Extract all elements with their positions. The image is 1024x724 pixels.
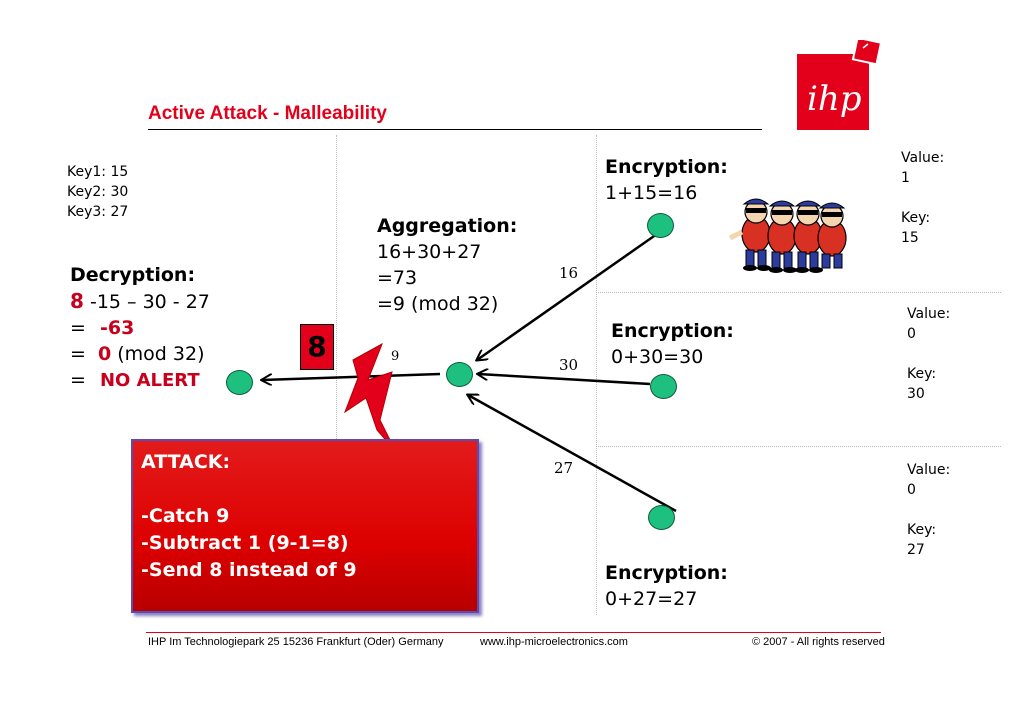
tampered-value: 8 (70, 289, 84, 313)
edge-label-9: 9 (391, 349, 400, 364)
divider-row2 (596, 446, 1001, 447)
key-label: Key: (907, 366, 937, 382)
value-text: 0 (907, 326, 916, 342)
aggregator-node (446, 362, 473, 387)
encryption-block-1: Encryption: 1+15=16 (605, 154, 728, 206)
title-underline (148, 129, 762, 130)
aggregation-heading: Aggregation: (377, 215, 518, 237)
footer-url[interactable]: www.ihp-microelectronics.com (480, 636, 628, 648)
divider-right (596, 135, 597, 615)
key-item: Key1: 15 (67, 164, 129, 180)
sensor-node-1 (647, 213, 674, 238)
aggregation-line: 16+30+27 (377, 241, 482, 263)
attack-box: ATTACK: -Catch 9 -Subtract 1 (9-1=8) -Se… (131, 439, 479, 613)
aggregation-line: =73 (377, 267, 418, 289)
sink-node (226, 370, 253, 395)
burglar-icon (817, 202, 847, 269)
footer-rule (146, 632, 881, 633)
encryption-formula: 0+30=30 (611, 346, 704, 368)
key-label: Key: (907, 522, 937, 538)
tampered-value-badge: 8 (300, 324, 334, 370)
value-label: Value: (907, 462, 951, 478)
arrow-sensor2-to-aggregator (478, 374, 651, 386)
divider-left (336, 135, 337, 455)
key-text: 15 (901, 230, 919, 246)
arrow-sensor1-to-aggregator (477, 232, 658, 360)
decryption-mod-result: 0 (97, 343, 112, 365)
edge-label-30: 30 (559, 356, 579, 374)
decryption-line3: = 0 (mod 32) (70, 341, 210, 367)
equals-sign: = (70, 317, 86, 339)
decryption-sum: -63 (99, 317, 135, 339)
aggregation-line: =9 (mod 32) (377, 293, 499, 315)
edge-label-27: 27 (554, 459, 574, 477)
decryption-line2: = -63 (70, 315, 210, 341)
sensor-node-3 (648, 505, 675, 530)
key-text: 30 (907, 386, 925, 402)
burglar-icon (728, 198, 771, 271)
attackers-illustration (728, 198, 847, 273)
divider-row1 (596, 292, 1001, 293)
sensor-info-3: Value: 0 Key: 27 (907, 460, 950, 560)
footer-copyright: © 2007 - All rights reserved (752, 636, 885, 648)
key-label: Key: (901, 210, 931, 226)
encryption-block-3: Encryption: 0+27=27 (605, 560, 728, 612)
edge-label-16: 16 (559, 264, 579, 282)
page-title: Active Attack - Malleability (148, 103, 387, 124)
decryption-line1: 8 -15 – 30 - 27 (70, 288, 210, 315)
burglar-icon (793, 200, 823, 273)
no-alert-label: NO ALERT (99, 370, 200, 391)
svg-text:ihp: ihp (807, 79, 862, 119)
decryption-mod: (mod 32) (117, 343, 205, 365)
value-label: Value: (901, 150, 945, 166)
aggregation-block: Aggregation: 16+30+27 =73 =9 (mod 32) (377, 213, 517, 317)
arrow-sensor3-to-aggregator (468, 395, 677, 513)
equals-sign: = (70, 369, 86, 391)
encryption-formula: 1+15=16 (605, 182, 698, 204)
decryption-line4: = NO ALERT (70, 367, 210, 394)
attack-heading: ATTACK: (141, 451, 231, 473)
decryption-heading: Decryption: (70, 264, 196, 286)
lightning-icon (343, 342, 397, 453)
sensor-info-1: Value: 1 Key: 15 (901, 148, 944, 248)
attack-step: -Subtract 1 (9-1=8) (141, 532, 349, 554)
encryption-heading: Encryption: (611, 320, 734, 342)
sensor-info-2: Value: 0 Key: 30 (907, 304, 950, 404)
arrow-edges (262, 232, 677, 513)
attack-step: -Send 8 instead of 9 (141, 559, 357, 581)
key-list: Key1: 15 Key2: 30 Key3: 27 (67, 162, 128, 222)
value-text: 0 (907, 482, 916, 498)
decryption-expression: -15 – 30 - 27 (89, 291, 210, 313)
encryption-formula: 0+27=27 (605, 588, 698, 610)
value-text: 1 (901, 170, 910, 186)
attack-step: -Catch 9 (141, 505, 230, 527)
burglar-icon (767, 200, 797, 273)
footer-address: IHP Im Technologiepark 25 15236 Frankfur… (148, 636, 444, 648)
ihp-logo: ihp (797, 40, 883, 130)
encryption-block-2: Encryption: 0+30=30 (611, 318, 734, 370)
decryption-block: Decryption: 8 -15 – 30 - 27 = -63 = 0 (m… (70, 262, 210, 394)
key-item: Key3: 27 (67, 204, 129, 220)
key-item: Key2: 30 (67, 184, 129, 200)
arrow-aggregator-to-sink (262, 372, 441, 380)
equals-sign: = (70, 343, 86, 365)
encryption-heading: Encryption: (605, 156, 728, 178)
encryption-heading: Encryption: (605, 562, 728, 584)
value-label: Value: (907, 306, 951, 322)
sensor-node-2 (650, 374, 677, 399)
key-text: 27 (907, 542, 925, 558)
